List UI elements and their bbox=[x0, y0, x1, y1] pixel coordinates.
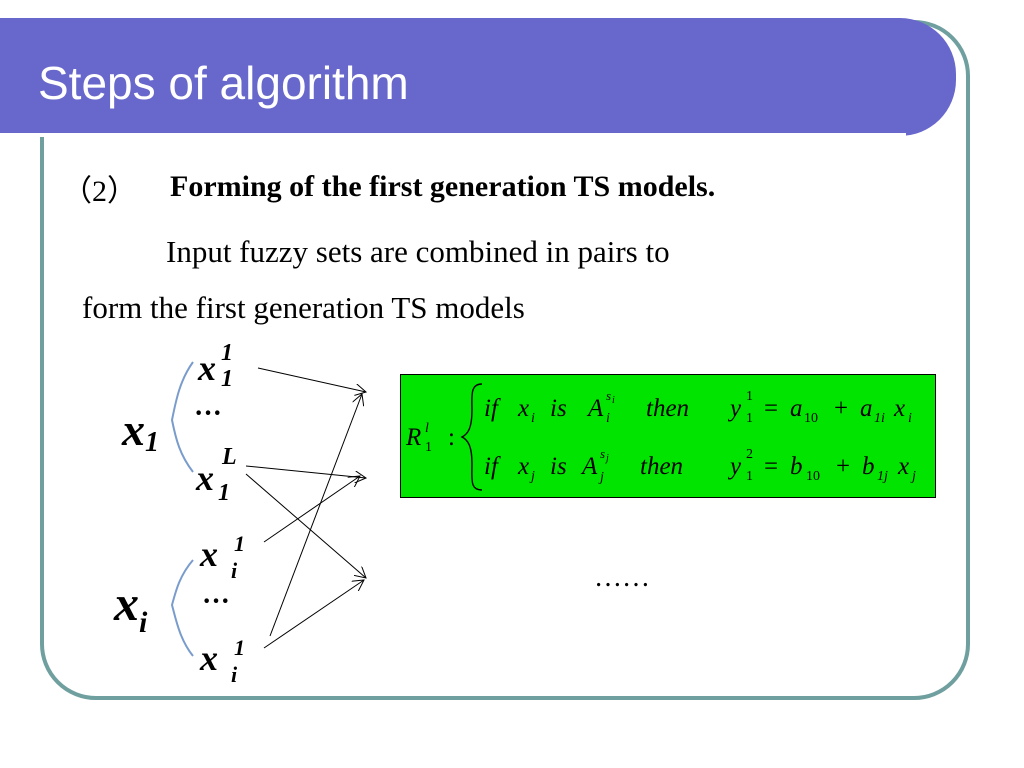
bracket-group-1 bbox=[170, 361, 194, 473]
rule-brace bbox=[460, 383, 483, 491]
slide-title: Steps of algorithm bbox=[38, 57, 409, 109]
continuation-ellipsis: …… bbox=[594, 562, 650, 593]
step-number: （2） bbox=[62, 175, 137, 208]
title-underline bbox=[0, 133, 906, 137]
fuzzy-set-ellipsis-2: ··· bbox=[202, 586, 230, 617]
arrow-x1L-to-rule3 bbox=[245, 473, 366, 578]
title-bar bbox=[0, 18, 956, 136]
rule-box bbox=[400, 374, 936, 498]
description-line-1: Input fuzzy sets are combined in pairs t… bbox=[166, 234, 670, 269]
arrow-xi1-to-rule2 bbox=[263, 476, 360, 543]
arrow-x1L-to-rule2 bbox=[245, 465, 366, 478]
input-variable-x1: x1 bbox=[121, 404, 159, 458]
step-heading: Forming of the first generation TS model… bbox=[170, 170, 716, 203]
fuzzy-set-ellipsis-1: ··· bbox=[194, 398, 222, 429]
arrow-xilast-to-rule1 bbox=[269, 394, 362, 637]
arrow-x11-to-rule1 bbox=[257, 367, 366, 392]
arrow-xilast-to-rule3 bbox=[263, 580, 364, 649]
description-line-2: form the first generation TS models bbox=[82, 290, 525, 325]
bracket-group-2 bbox=[170, 559, 194, 657]
input-variable-xi: xi bbox=[113, 575, 148, 639]
